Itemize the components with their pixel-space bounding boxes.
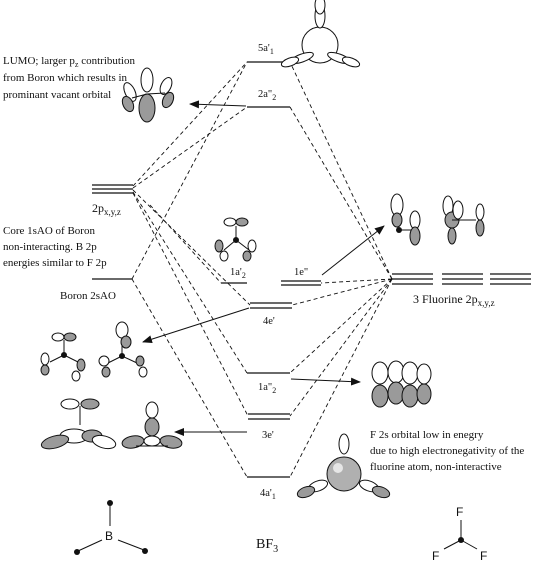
level-labels: 5a'1 2a"2 1a'2 1e" 4e' 1a"2 3e' 4a'1 xyxy=(230,43,308,501)
orbital-5a1-icon xyxy=(280,0,361,68)
molecule-right-f-left: F xyxy=(432,549,439,563)
note-lumo-line1: LUMO; larger pz contribution xyxy=(3,55,135,69)
arrows xyxy=(142,100,385,436)
note-lumo-line2: from Boron which results in xyxy=(3,72,128,84)
corr-f-4a1 xyxy=(289,278,393,478)
corr-b2p-1a2prime xyxy=(149,204,222,284)
orbital-1a2prime-icon xyxy=(214,217,257,262)
molecule-left-structure: B xyxy=(74,500,148,555)
corr-b2p-4e xyxy=(132,189,251,306)
corr-f-2a2 xyxy=(289,106,393,280)
label-1a2prime: 1a'2 xyxy=(230,267,246,280)
label-4e: 4e' xyxy=(263,316,275,327)
corr-f-5a1 xyxy=(289,61,393,280)
note-f2s: F 2s orbital low in enegry due to high e… xyxy=(370,429,524,473)
note-f2s-line1: F 2s orbital low in enegry xyxy=(370,429,484,441)
molecule-left-boron-label: B xyxy=(105,529,113,543)
arrow-1a2pp xyxy=(290,377,361,386)
corr-f-1a2pp xyxy=(289,278,393,374)
diagram-title: BF3 xyxy=(256,537,278,555)
corr-f-1e xyxy=(320,278,393,284)
orbital-4a1-icon xyxy=(296,433,391,499)
orbital-1e-icon xyxy=(390,193,485,246)
note-core: Core 1sAO of Boron non-interacting. B 2p… xyxy=(3,225,107,269)
boron-2p-label: 2px,y,z xyxy=(92,201,121,217)
label-4a1: 4a'1 xyxy=(260,488,276,501)
label-1a2pp: 1a"2 xyxy=(258,382,276,395)
note-core-line2: non-interacting. B 2p xyxy=(3,241,97,253)
molecule-right-f-top: F xyxy=(456,505,463,519)
note-lumo-line3: prominant vacant orbital xyxy=(3,89,111,101)
arrow-lumo xyxy=(189,100,247,109)
correlation-lines xyxy=(131,61,393,478)
label-1e: 1e" xyxy=(294,267,308,278)
corr-b2p-5a1 xyxy=(132,61,248,187)
fluorine-2p-label: 3 Fluorine 2px,y,z xyxy=(413,292,495,308)
label-5a1: 5a'1 xyxy=(258,43,274,56)
label-3e: 3e' xyxy=(262,430,274,441)
orbital-1a2pp-icon xyxy=(371,360,432,408)
note-lumo: LUMO; larger pz contribution from Boron … xyxy=(3,55,135,101)
note-core-line1: Core 1sAO of Boron xyxy=(3,225,95,237)
note-core-line3: energies similar to F 2p xyxy=(3,257,107,269)
note-f2s-line3: fluorine atom, non-interactive xyxy=(370,461,502,473)
corr-b2p-1a2pp xyxy=(132,191,248,374)
label-2a2: 2a"2 xyxy=(258,89,276,102)
molecule-right-structure: F F F xyxy=(432,505,487,563)
corr-f-4e xyxy=(291,278,393,306)
fluorine-levels xyxy=(392,273,531,285)
molecule-right-f-right: F xyxy=(480,549,487,563)
corr-b2s-4a1 xyxy=(131,278,248,478)
corr-b2p-2a2 xyxy=(132,106,248,189)
orbital-lumo-icon xyxy=(121,67,175,123)
orbital-3e-icon xyxy=(40,398,183,450)
corr-f-3e xyxy=(289,278,393,417)
arrow-1e xyxy=(321,225,385,276)
corr-b2s-5a1 xyxy=(131,61,248,280)
boron-levels xyxy=(92,184,133,280)
arrow-4e xyxy=(142,307,250,344)
note-f2s-line2: due to high electronegativity of the xyxy=(370,445,524,457)
boron-2s-label: Boron 2sAO xyxy=(60,290,116,302)
mo-levels xyxy=(221,61,321,478)
orbital-4e-icon xyxy=(40,321,148,382)
